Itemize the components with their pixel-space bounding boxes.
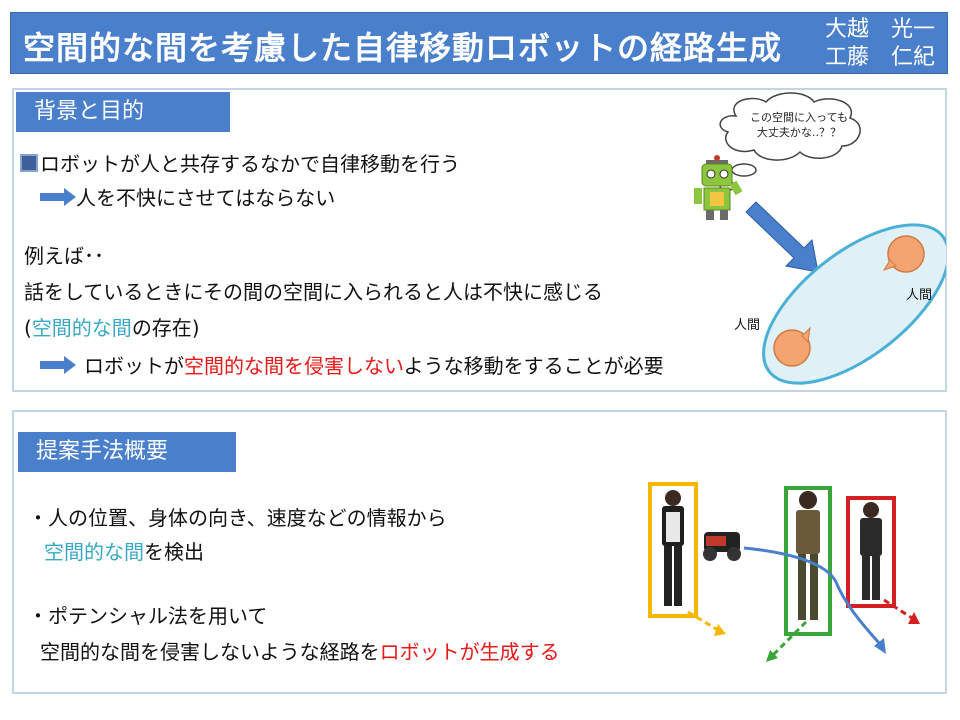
method-item-1-line-2: 空間的な間を検出	[44, 536, 204, 565]
right-arrow-icon	[40, 356, 76, 374]
bg-line-3: 例えば･･	[24, 244, 104, 268]
bg-line-1: ロボットが人と共存するなかで自律移動を行う	[20, 148, 460, 177]
method-section: 提案手法概要 ・人の位置、身体の向き、速度などの情報から 空間的な間を検出 ・ポ…	[12, 410, 947, 694]
yellow-tracking-box	[648, 482, 698, 618]
cloud-line-1: この空間に入っても	[750, 111, 848, 124]
method-item-1-highlight: 空間的な間	[44, 540, 144, 564]
method-header: 提案手法概要	[18, 432, 236, 472]
background-header: 背景と目的	[16, 92, 230, 132]
robot-path-arrowhead	[874, 638, 886, 654]
person-b-label: 人間	[906, 288, 933, 303]
bg-line-6-highlight: 空間的な間を侵害しない	[184, 354, 404, 378]
method-item-2-highlight: ロボットが生成する	[379, 640, 560, 664]
authors: 大越 光一 工藤 仁紀	[825, 16, 935, 72]
author-2: 工藤 仁紀	[824, 45, 935, 70]
square-bullet-icon	[20, 154, 38, 172]
bg-line-6-post: ような移動をすることが必要	[403, 354, 664, 378]
bg-line-5-pre: (	[24, 316, 32, 340]
person-a-icon	[773, 326, 811, 367]
bg-line-4: 話をしているときにその間の空間に入られると人は不快に感じる	[24, 280, 603, 304]
person-a-label: 人間	[734, 318, 761, 333]
yellow-direction-arrow	[687, 610, 719, 632]
person-red-icon	[860, 502, 882, 600]
red-tracking-box	[846, 496, 896, 608]
bg-line-6: ロボットが空間的な間を侵害しないような移動をすることが必要	[84, 350, 664, 379]
background-section: 背景と目的 ロボットが人と共存するなかで自律移動を行う 人を不快にさせてはならな…	[12, 88, 947, 392]
method-item-2-line-1: ・ポテンシャル法を用いて	[28, 604, 268, 628]
thought-cloud-text: この空間に入っても 大丈夫かな‥？？	[744, 110, 854, 140]
thought-cloud-icon	[719, 92, 861, 191]
bg-line-5: (空間的な間の存在)	[24, 312, 200, 341]
method-item-1-post: を検出	[144, 540, 204, 564]
cloud-line-2: 大丈夫かな‥？？	[756, 126, 842, 139]
red-direction-arrow	[883, 598, 913, 620]
person-green-icon	[796, 491, 820, 620]
title-bar: 空間的な間を考慮した自律移動ロボットの経路生成 大越 光一 工藤 仁紀	[10, 12, 948, 74]
green-tracking-box	[784, 486, 832, 636]
robot-icon	[694, 155, 743, 220]
method-item-2-line-2: 空間的な間を侵害しないような経路をロボットが生成する	[40, 636, 560, 665]
bg-line-6-pre: ロボットが	[84, 354, 184, 378]
bg-line-5-post: の存在)	[131, 316, 200, 340]
right-arrow-icon	[40, 188, 76, 206]
bg-line-2: 人を不快にさせてはならない	[76, 186, 336, 210]
page-title: 空間的な間を考慮した自律移動ロボットの経路生成	[23, 29, 783, 67]
bg-line-1-text: ロボットが人と共存するなかで自律移動を行う	[40, 152, 460, 176]
mobile-robot-icon	[703, 532, 741, 561]
green-direction-arrow	[770, 620, 808, 658]
robot-path	[743, 546, 882, 646]
personal-space-illustration	[694, 92, 946, 385]
diagonal-arrow-icon	[745, 201, 819, 273]
bg-line-5-highlight: 空間的な間	[31, 316, 132, 340]
person-b-icon	[882, 235, 925, 273]
method-item-2-pre: 空間的な間を侵害しないような経路を	[40, 640, 380, 664]
method-item-1-line-1: ・人の位置、身体の向き、速度などの情報から	[28, 506, 447, 530]
tracking-illustration	[648, 482, 920, 662]
person-yellow-icon	[662, 490, 684, 606]
author-1: 大越 光一	[824, 17, 935, 42]
